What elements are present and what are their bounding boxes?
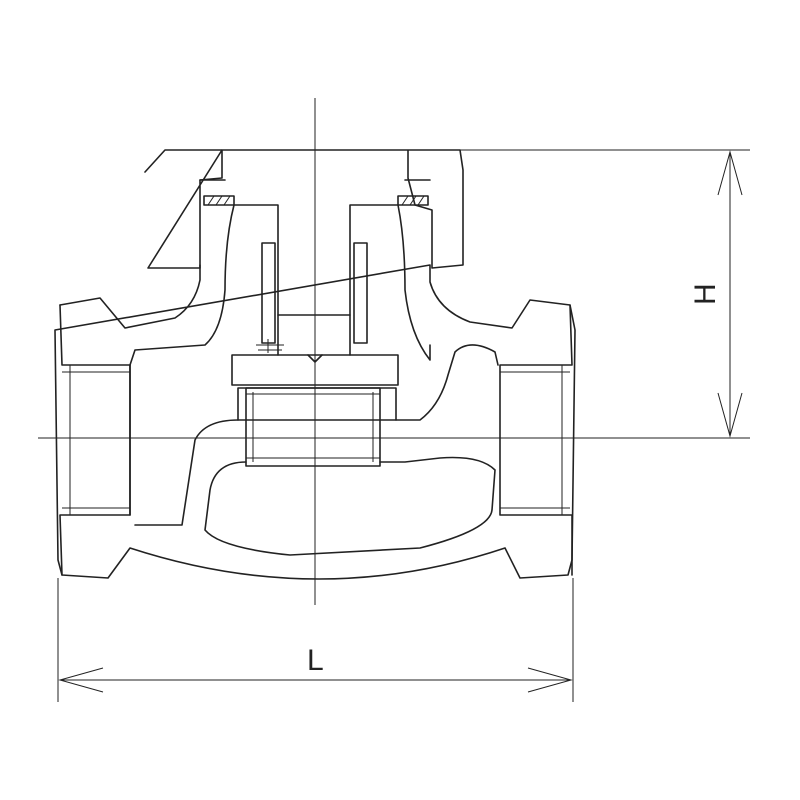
gasket-left <box>203 195 235 206</box>
disc-holder-notch <box>307 354 323 363</box>
disc-guide <box>256 242 368 356</box>
bonnet-cavity <box>129 204 431 366</box>
height-label: H <box>689 283 722 305</box>
disc-holder <box>231 354 399 386</box>
dimension-h <box>460 149 750 439</box>
left-thread <box>62 365 130 515</box>
flow-passage-right <box>395 344 499 421</box>
right-thread <box>500 365 570 515</box>
swing-disc <box>237 387 397 467</box>
bonnet-cap <box>144 149 464 269</box>
dimension-l <box>57 578 574 702</box>
flow-passage-left <box>134 419 239 526</box>
length-label: L <box>307 644 324 677</box>
valve-body-outline <box>54 264 576 580</box>
right-end-hex <box>499 304 573 576</box>
gasket-right <box>397 195 429 206</box>
flow-passage-seat <box>204 456 496 556</box>
